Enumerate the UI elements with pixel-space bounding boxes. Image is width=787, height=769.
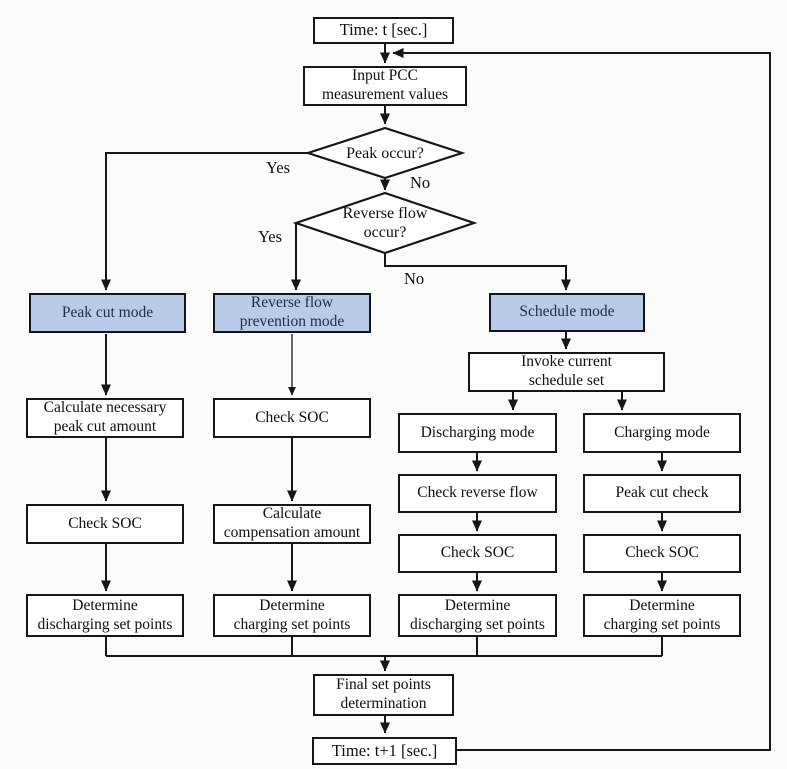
edge-reverse-no-to-schedulemode [384, 253, 571, 291]
node-input-pcc-label: Input PCC measurement values [321, 67, 449, 103]
node-reverse-flow-prevention-mode-label: Reverse flow prevention mode [239, 294, 345, 330]
node-determine-discharging-1-label: Determine discharging set points [37, 596, 173, 633]
node-peak-cut-check: Peak cut check [583, 474, 741, 513]
edge-peak-yes-to-peakcutmode [101, 152, 308, 291]
node-determine-discharging-1: Determine discharging set points [26, 594, 184, 637]
edge-feedback-loop [392, 48, 771, 751]
label-peak-yes: Yes [266, 158, 291, 177]
node-calc-compensation-label: Calculate compensation amount [223, 505, 361, 541]
node-invoke-schedule: Invoke current schedule set [468, 352, 665, 392]
node-time-t-label: Time: t [sec.] [339, 20, 428, 40]
node-determine-charging-2: Determine charging set points [213, 594, 371, 637]
node-peak-cut-check-label: Peak cut check [615, 484, 709, 502]
node-time-t1-label: Time: t+1 [sec.] [331, 740, 438, 760]
node-schedule-mode: Schedule mode [489, 293, 645, 332]
node-reverse-flow-prevention-mode: Reverse flow prevention mode [213, 293, 371, 333]
node-check-soc-1: Check SOC [26, 504, 184, 544]
node-calc-compensation: Calculate compensation amount [213, 504, 371, 544]
node-final-set-points-label: Final set points determination [336, 676, 431, 712]
node-check-soc-4-label: Check SOC [625, 544, 699, 562]
decision-peak-occur-label: Peak occur? [346, 145, 424, 162]
node-final-set-points: Final set points determination [313, 674, 454, 716]
node-time-t: Time: t [sec.] [313, 17, 454, 44]
node-charging-mode: Charging mode [583, 413, 741, 453]
decision-reverse-flow-shape [292, 191, 478, 255]
node-check-soc-1-label: Check SOC [68, 514, 142, 532]
node-calc-peak-cut-label: Calculate necessary peak cut amount [43, 399, 167, 435]
node-check-soc-3: Check SOC [398, 534, 557, 573]
node-time-t1: Time: t+1 [sec.] [312, 737, 457, 765]
node-determine-discharging-3-label: Determine discharging set points [410, 596, 545, 633]
node-discharging-mode-label: Discharging mode [420, 423, 535, 441]
label-peak-no: No [410, 173, 431, 192]
node-determine-charging-4: Determine charging set points [583, 594, 741, 637]
node-check-reverse-flow: Check reverse flow [398, 474, 557, 513]
decision-peak-occur-shape [304, 126, 466, 180]
node-check-soc-2-label: Check SOC [255, 408, 329, 426]
label-reverse-yes: Yes [258, 227, 283, 246]
node-schedule-mode-label: Schedule mode [519, 303, 615, 321]
node-check-reverse-flow-label: Check reverse flow [417, 484, 538, 502]
node-determine-discharging-3: Determine discharging set points [398, 594, 557, 637]
node-charging-mode-label: Charging mode [614, 423, 710, 441]
node-check-soc-3-label: Check SOC [440, 544, 515, 562]
node-invoke-schedule-label: Invoke current schedule set [521, 353, 612, 389]
node-calc-peak-cut: Calculate necessary peak cut amount [26, 398, 184, 438]
node-determine-charging-4-label: Determine charging set points [603, 596, 721, 633]
node-peak-cut-mode-label: Peak cut mode [61, 303, 154, 321]
node-input-pcc: Input PCC measurement values [303, 66, 467, 106]
decision-reverse-flow-label: Reverse flow occur? [342, 205, 428, 242]
node-determine-charging-2-label: Determine charging set points [233, 596, 351, 633]
label-reverse-no: No [404, 269, 425, 288]
node-discharging-mode: Discharging mode [398, 413, 557, 453]
node-check-soc-4: Check SOC [583, 534, 741, 573]
node-check-soc-2: Check SOC [213, 398, 371, 438]
node-peak-cut-mode: Peak cut mode [29, 293, 186, 333]
